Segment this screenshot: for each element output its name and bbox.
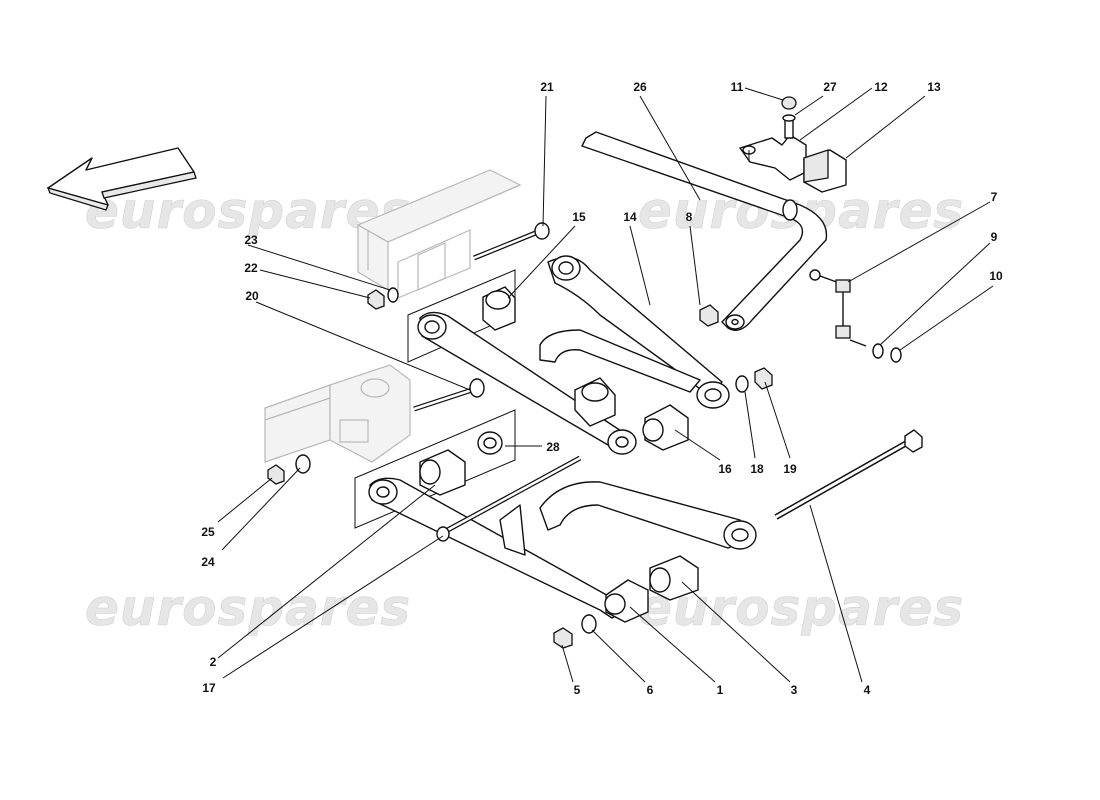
bolt-27 <box>782 114 796 139</box>
callout-2: 2 <box>210 655 217 669</box>
callout-9: 9 <box>991 230 998 244</box>
nut-11 <box>781 96 797 110</box>
bushing-3 <box>649 555 699 601</box>
callout-13: 13 <box>927 80 941 94</box>
callout-22: 22 <box>244 261 258 275</box>
stabilizer-bracket <box>739 134 807 181</box>
callout-15: 15 <box>572 210 586 224</box>
callout-27: 27 <box>823 80 837 94</box>
callout-25: 25 <box>201 525 215 539</box>
callout-labels: 21 26 11 27 12 13 7 8 9 10 15 14 23 22 2… <box>201 80 1003 697</box>
drop-link-7 <box>809 269 867 347</box>
bolt-20 <box>413 378 485 412</box>
nut-19 <box>754 367 773 390</box>
callout-11: 11 <box>731 80 744 94</box>
watermark-text: eurospares <box>638 182 964 240</box>
washer-9 <box>872 343 884 359</box>
callout-6: 6 <box>647 683 654 697</box>
bolt-4 <box>774 429 923 520</box>
callout-3: 3 <box>791 683 798 697</box>
leader-lines <box>217 87 994 683</box>
bushing-1 <box>604 579 649 623</box>
callout-26: 26 <box>633 80 647 94</box>
washer-23 <box>387 287 399 303</box>
nut-25 <box>267 464 285 485</box>
bolt-21 <box>473 222 550 261</box>
watermark-text: eurospares <box>85 579 411 637</box>
callout-1: 1 <box>717 683 724 697</box>
callout-28: 28 <box>546 440 560 454</box>
anti-roll-bar <box>581 131 828 331</box>
callout-19: 19 <box>783 462 797 476</box>
chassis-upper-ghost <box>356 169 522 299</box>
callout-23: 23 <box>244 233 258 247</box>
callout-10: 10 <box>989 269 1003 283</box>
watermark-layer: eurospares eurospares eurospares eurospa… <box>85 182 964 638</box>
bushing-13 <box>803 149 847 193</box>
bushing-16 <box>607 404 689 455</box>
nut-8 <box>699 304 719 327</box>
sleeve-28 <box>477 431 503 455</box>
callout-17: 17 <box>202 681 216 695</box>
callout-8: 8 <box>686 210 693 224</box>
callout-20: 20 <box>245 289 259 303</box>
callout-5: 5 <box>574 683 581 697</box>
bushing-2 <box>419 449 466 496</box>
nut-5 <box>553 627 573 649</box>
callout-16: 16 <box>718 462 732 476</box>
bolt-17 <box>436 455 582 542</box>
callout-4: 4 <box>864 683 871 697</box>
bushing-15 <box>482 286 516 331</box>
front-direction-arrow-icon <box>46 147 197 211</box>
washer-6 <box>581 614 597 634</box>
nut-22 <box>367 289 385 310</box>
callout-18: 18 <box>750 462 764 476</box>
watermark-text: eurospares <box>85 182 411 240</box>
callout-21: 21 <box>540 80 554 94</box>
washer-18 <box>735 375 749 393</box>
washer-10 <box>890 347 902 363</box>
callout-24: 24 <box>201 555 215 569</box>
lower-control-arm <box>368 477 757 619</box>
lower-mount-frame <box>354 409 516 529</box>
pivot-bushings-upper <box>574 377 616 427</box>
callout-12: 12 <box>874 80 888 94</box>
callout-7: 7 <box>991 190 998 204</box>
callout-14: 14 <box>623 210 637 224</box>
chassis-lower-ghost <box>264 364 411 463</box>
